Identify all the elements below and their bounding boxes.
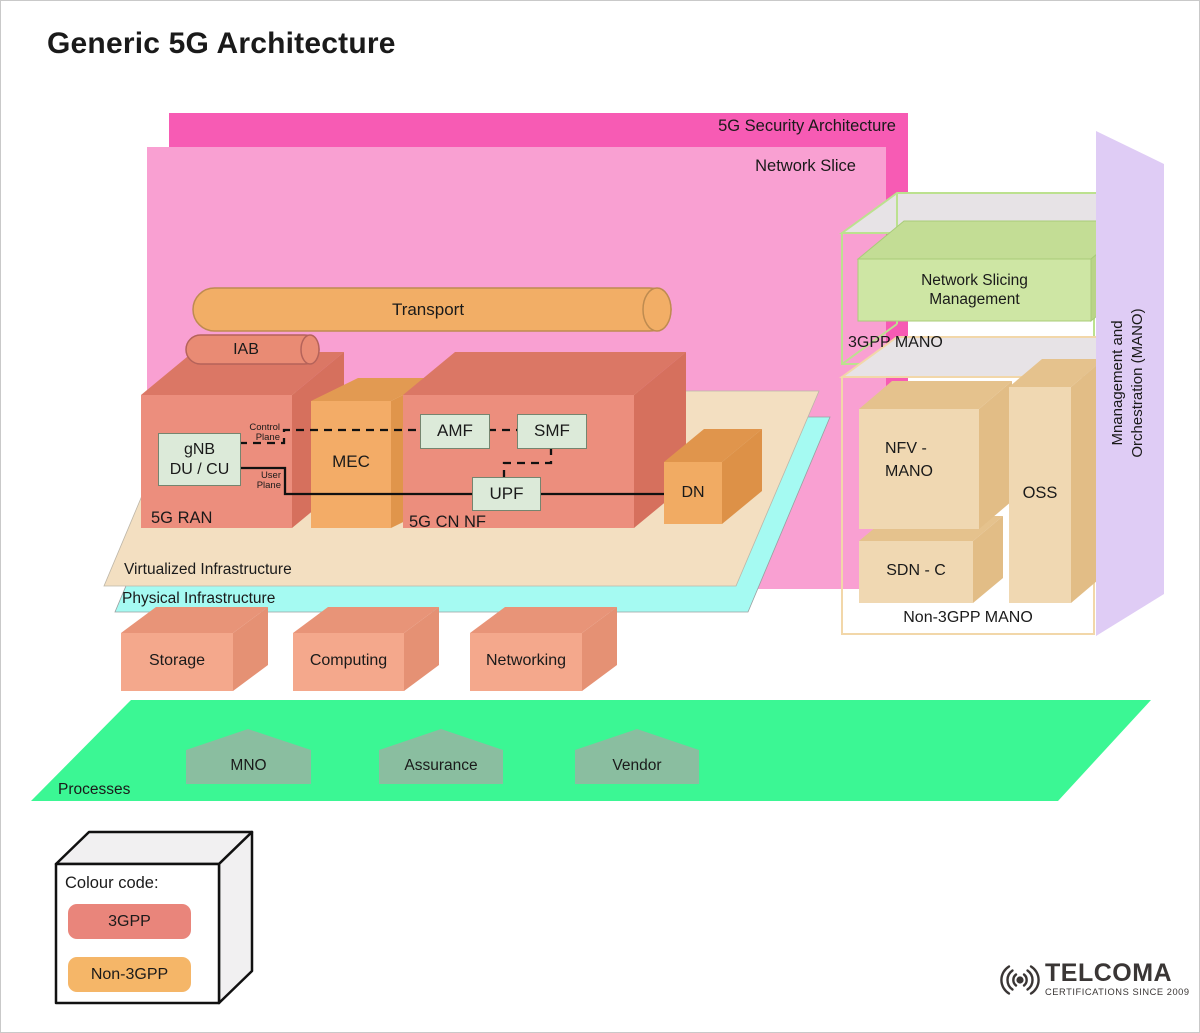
transport-cylinder (192, 287, 672, 332)
processes-label: Processes (58, 781, 131, 798)
legend-title: Colour code: (65, 874, 159, 892)
dn-label: DN (681, 484, 705, 501)
smf-box: SMF (517, 414, 587, 449)
cn-nf-label: 5G CN NF (409, 513, 487, 531)
user-plane-label: User Plane (256, 470, 281, 492)
transport-label: Transport (391, 300, 465, 320)
network-slicing-management-label: Network Slicing Management (921, 271, 1028, 308)
mano-side-label: Mnanagement and Orchestration (MANO) (1109, 308, 1146, 458)
nfv-mano-box (859, 381, 1012, 529)
user-plane-line (239, 466, 664, 496)
upf-box: UPF (472, 477, 541, 511)
non-gpp-mano-label: Non-3GPP MANO (903, 609, 1033, 626)
mano-side-panel (1096, 131, 1164, 636)
signal-icon (1000, 965, 1040, 995)
gpp-mano-label: 3GPP MANO (848, 334, 943, 351)
computing-box (293, 607, 439, 691)
logo: TELCOMA CERTIFICATIONS SINCE 2009 (1045, 961, 1190, 997)
computing-label: Computing (309, 652, 388, 669)
networking-box (470, 607, 617, 691)
process-assurance-label: Assurance (404, 757, 478, 775)
ran-label: 5G RAN (151, 509, 213, 527)
process-vendor-label: Vendor (612, 757, 662, 775)
logo-tagline: CERTIFICATIONS SINCE 2009 (1045, 987, 1190, 997)
oss-box (1009, 359, 1104, 603)
mec-label: MEC (332, 452, 370, 472)
control-plane-line (239, 428, 553, 477)
oss-label: OSS (1022, 483, 1058, 502)
virtualized-infrastructure-label: Virtualized Infrastructure (124, 561, 292, 578)
process-pentagon-assurance (379, 729, 503, 784)
storage-box (121, 607, 268, 691)
control-plane-label: Control Plane (249, 422, 280, 444)
dn-box (664, 429, 762, 524)
networking-label: Networking (485, 652, 567, 669)
logo-name: TELCOMA (1045, 959, 1173, 987)
iab-cylinder (185, 334, 320, 365)
security-architecture-label: 5G Security Architecture (718, 117, 896, 135)
network-slice-label: Network Slice (755, 157, 856, 175)
legend-3gpp-swatch: 3GPP (68, 904, 191, 939)
iab-label: IAB (233, 340, 259, 358)
process-mno-label: MNO (230, 757, 267, 775)
nfv-mano-label: NFV - MANO (885, 440, 933, 481)
process-pentagon-mno (186, 729, 311, 784)
storage-label: Storage (148, 652, 206, 669)
process-pentagon-vendor (575, 729, 699, 784)
gnb-du-cu-box: gNB DU / CU (158, 433, 241, 486)
amf-box: AMF (420, 414, 490, 449)
physical-infrastructure-label: Physical Infrastructure (122, 590, 276, 607)
page-title: Generic 5G Architecture (47, 27, 396, 60)
legend-non3gpp-swatch: Non-3GPP (68, 957, 191, 992)
sdn-c-label: SDN - C (886, 562, 946, 579)
